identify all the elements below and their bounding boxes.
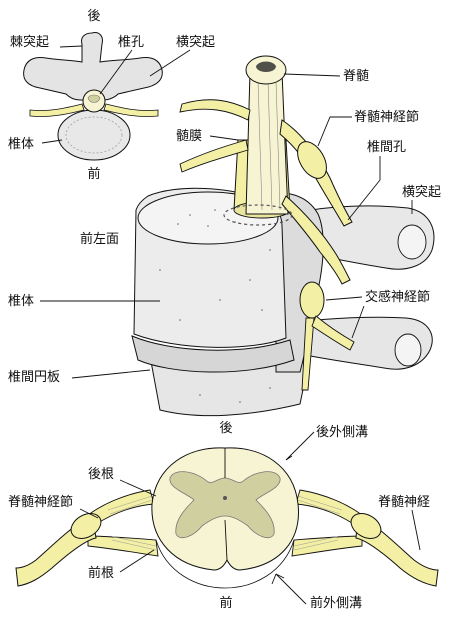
vertebral-body-top — [57, 109, 131, 161]
spinal-nerve-label: 脊髄神経 — [378, 495, 430, 510]
spinal-ganglion-bottom-label: 脊髄神経節 — [8, 495, 73, 510]
nerve-branch-upper-left — [179, 99, 251, 121]
intervertebral-disc-label: 椎間円板 — [8, 370, 60, 385]
transverse-process-label: 横突起 — [402, 184, 441, 200]
intervertebral-disc — [131, 335, 295, 373]
leader-spinal-nerve — [411, 509, 421, 551]
arrow-posterolateral — [285, 453, 293, 461]
sympathetic-trunk — [301, 317, 315, 391]
spinal-column-view: 脊髄 脊髄神経節 髄膜 椎間孔 横突起 前左面 椎体 交感神経節 椎間円板 — [8, 55, 441, 417]
ventral-root-right — [291, 535, 363, 557]
anterior-left-surface-label: 前左面 — [80, 231, 119, 247]
spinal-ganglion-left — [70, 513, 102, 539]
leader-foramen-mid — [347, 156, 381, 221]
leader-dorsal-root — [119, 479, 157, 497]
vertebral-body-label: 椎体 — [8, 294, 34, 309]
gray-matter — [169, 471, 281, 539]
ventral-root-left — [87, 535, 159, 557]
leader-spinous — [59, 45, 83, 48]
lower-nerve-branch — [311, 315, 355, 351]
top-front-label: 前 — [87, 166, 100, 182]
leader-anterolateral — [275, 573, 307, 605]
arrow-anterolateral — [271, 573, 285, 585]
spinal-ganglion-right-bottom — [350, 513, 382, 539]
leader-body-top — [41, 139, 63, 144]
sympathetic-ganglion — [299, 281, 325, 319]
leader-sympathetic-branch — [351, 305, 365, 339]
vertebral-body-top-label: 椎体 — [8, 137, 34, 152]
intervertebral-foramen-label: 椎間孔 — [367, 140, 406, 155]
vertebral-foramen-label: 椎孔 — [118, 35, 144, 50]
meninges-label: 髄膜 — [176, 129, 202, 144]
nerve-branch-left-low — [179, 139, 249, 173]
leader-transverse-top — [149, 49, 191, 77]
leader-foramen — [99, 49, 133, 95]
transverse-process-top-label: 横突起 — [176, 34, 215, 50]
top-back-label: 後 — [87, 9, 100, 24]
spinal-cord-label: 脊髄 — [343, 69, 369, 84]
leader-spinal-cord — [283, 73, 341, 77]
anterolateral-sulcus-label: 前外側溝 — [310, 595, 362, 611]
dorsal-root-label: 後根 — [88, 467, 114, 482]
leader-spinal-ganglion-bottom — [79, 508, 99, 519]
bottom-back-label: 後 — [219, 421, 232, 436]
top-nerve-left — [29, 103, 85, 117]
sympathetic-ganglion-label: 交感神経節 — [365, 289, 430, 305]
top-nerve-right — [103, 103, 159, 117]
nerve-through-foramen — [281, 195, 351, 285]
leader-sympathetic-ganglion — [325, 296, 363, 301]
bottom-front-label: 前 — [219, 595, 232, 611]
ventral-root-label: 前根 — [88, 565, 114, 581]
spinous-process-label: 棘突起 — [10, 34, 49, 50]
spinal-cord-column — [245, 71, 289, 215]
spinal-cord-section: 後 後外側溝 後根 脊髄神経節 脊髄神経 前根 前 前外側溝 — [8, 421, 439, 611]
leader-disc — [71, 369, 151, 379]
vertebra-top-view: 後 棘突起 椎孔 横突起 椎体 前 — [8, 9, 215, 182]
leader-meninges — [209, 135, 239, 141]
leader-posterolateral — [291, 431, 315, 455]
spinal-ganglion-right — [297, 141, 327, 179]
leader-spinal-ganglion — [317, 116, 352, 147]
posterolateral-sulcus-label: 後外側溝 — [316, 425, 368, 440]
spinal-ganglion-label: 脊髄神経節 — [354, 110, 419, 125]
leader-ventral-root — [119, 549, 155, 573]
